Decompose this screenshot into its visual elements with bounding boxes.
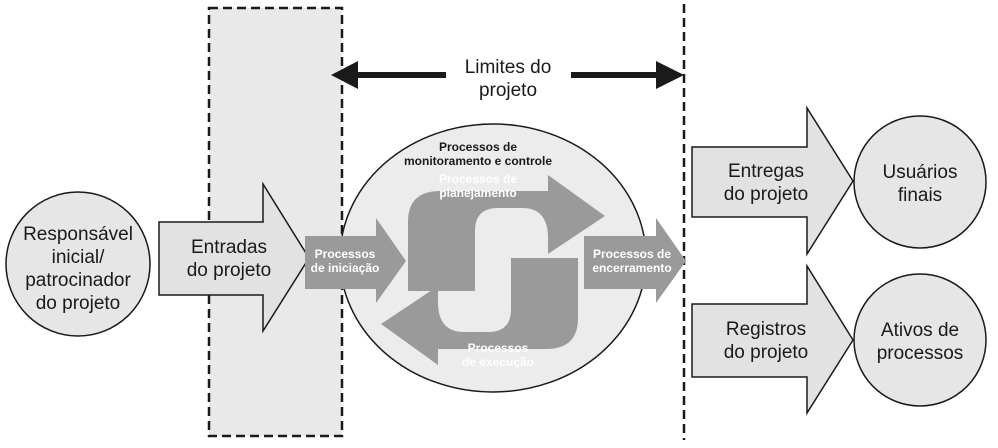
initiating-line2: de iniciação [311, 261, 380, 275]
process-assets-line1: Ativos de [881, 320, 959, 341]
deliverables-arrow [691, 105, 854, 257]
inputs-line2: do projeto [187, 260, 272, 281]
planning-line1: Processos de [439, 172, 517, 186]
sponsor-line2: inicial/ [52, 247, 106, 268]
sponsor-line3: patrocinador [25, 270, 131, 291]
executing-line2: de execução [462, 355, 534, 369]
planning-line2: planejamento [439, 186, 516, 200]
end-users-line2: finais [898, 185, 942, 206]
monitoring-line2: monitoramento e controle [404, 154, 552, 168]
closing-line2: encerramento [592, 261, 671, 275]
sponsor-line1: Responsável [23, 224, 133, 245]
sponsor-line4: do projeto [36, 293, 121, 314]
initiating-arrow [305, 218, 406, 303]
sponsor-circle [5, 191, 151, 337]
records-line2: do projeto [724, 342, 809, 363]
end-users-line1: Usuários [883, 162, 958, 183]
process-assets-circle [853, 273, 987, 407]
process-cycle-arrows [381, 175, 605, 365]
deliverables-line1: Entregas [728, 161, 804, 182]
monitoring-line1: Processos de [439, 140, 517, 154]
boundary-label-line1: Limites do [465, 57, 552, 78]
process-assets-line2: processos [877, 343, 964, 364]
records-line1: Registros [726, 319, 806, 340]
closing-line1: Processos de [593, 247, 671, 261]
end-users-circle [853, 115, 987, 249]
deliverables-line2: do projeto [724, 184, 809, 205]
boundary-double-arrow [331, 61, 684, 89]
executing-line1: Processos [468, 341, 529, 355]
inputs-arrow [158, 181, 310, 334]
inputs-line1: Entradas [191, 237, 267, 258]
initiating-line1: Processos [315, 247, 376, 261]
boundary-label-line2: projeto [479, 80, 537, 101]
closing-arrow [584, 218, 686, 303]
records-arrow [691, 263, 854, 416]
